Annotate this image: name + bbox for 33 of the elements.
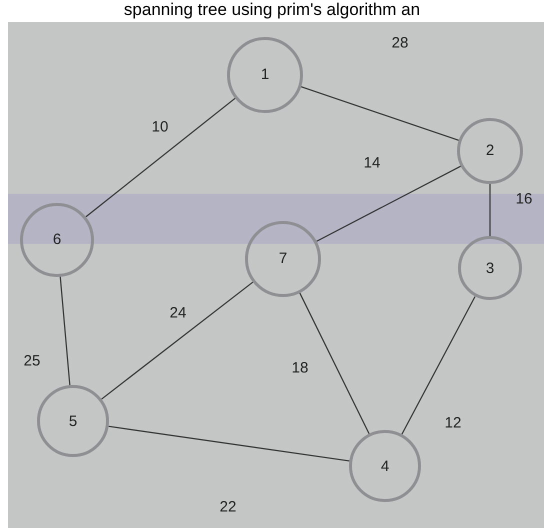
edge-line: [108, 426, 350, 462]
node-label: 5: [68, 412, 78, 430]
edge-label: 24: [170, 304, 186, 322]
edge-label: 14: [364, 154, 380, 172]
edge-line: [401, 296, 476, 435]
node-label: 2: [486, 142, 494, 160]
title: spanning tree using prim's algorithm an: [122, 0, 422, 20]
node-circle: [458, 236, 522, 300]
edge-label: 22: [220, 498, 236, 516]
node-label: 7: [278, 250, 288, 268]
edge-line: [316, 166, 462, 242]
edge-line: [299, 292, 370, 434]
edge-label: 25: [24, 352, 40, 370]
node-label: 1: [260, 66, 270, 84]
node-circle: [245, 220, 321, 297]
edge-line: [489, 184, 491, 236]
node-label: 6: [52, 231, 62, 248]
node-circle: [349, 430, 421, 502]
edge-label: 16: [516, 190, 532, 208]
edge-label: 18: [292, 359, 308, 376]
edge-line: [300, 86, 459, 141]
node-circle: [457, 118, 523, 184]
edge-label: 12: [444, 414, 462, 432]
node-circle: [227, 36, 303, 113]
node-label: 3: [486, 260, 494, 277]
edge-line: [86, 98, 236, 218]
edge-label: 28: [392, 34, 408, 52]
edge-line: [60, 276, 70, 386]
node-circle: [37, 385, 109, 458]
edge-label: 10: [152, 118, 168, 136]
edge-line: [101, 282, 254, 400]
node-label: 4: [380, 458, 390, 475]
node-circle: [20, 202, 94, 277]
